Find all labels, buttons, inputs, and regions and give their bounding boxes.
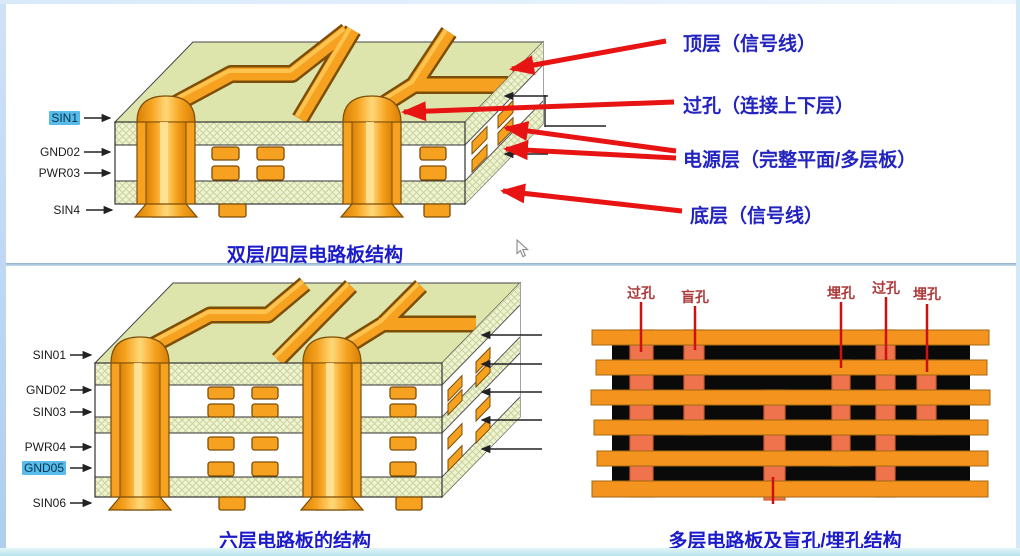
section-divider	[0, 263, 1020, 266]
via-label-buried-2: 埋孔	[913, 286, 941, 302]
annotation-bottom-layer: 底层（信号线）	[690, 206, 824, 227]
layer-label-pwr04: PWR04	[24, 440, 66, 454]
caption-multilayer: 多层电路板及盲孔/埋孔结构	[668, 531, 902, 552]
layer-label-pwr03: PWR03	[38, 166, 80, 180]
annotation-power-layer: 电源层（完整平面/多层板）	[683, 150, 917, 171]
top-copper-traces	[163, 23, 508, 124]
layer-label-sin01: SIN01	[32, 348, 66, 362]
via-type-labels: 过孔 盲孔 埋孔 过孔 埋孔	[627, 280, 941, 305]
frame-border-right	[1016, 0, 1020, 556]
annotation-via: 过孔（连接上下层）	[683, 96, 855, 117]
annotation-top-layer: 顶层（信号线）	[683, 34, 817, 55]
multilayer-cross-section-diagram: 过孔 盲孔 埋孔 过孔 埋孔	[590, 280, 991, 504]
layer-label-sin06: SIN06	[32, 496, 66, 510]
mouse-cursor	[516, 239, 529, 258]
via-barrels	[133, 95, 405, 218]
via-pointer-lines	[639, 297, 929, 504]
layer-label-gnd02: GND02	[25, 383, 66, 397]
via-label-through-1: 过孔	[627, 285, 655, 301]
layer-label-sin03: SIN03	[32, 405, 66, 419]
via-barrels	[107, 336, 365, 511]
red-annotation-arrows	[401, 38, 683, 214]
layer-label-sin1: SIN1	[49, 111, 80, 125]
via-label-through-2: 过孔	[872, 280, 900, 296]
frame-border-bottom	[0, 548, 1020, 556]
caption-six-layer: 六层电路板的结构	[218, 531, 371, 552]
layer-label-sin4: SIN4	[53, 203, 80, 217]
top-copper-traces	[144, 277, 476, 366]
via-label-blind: 盲孔	[681, 289, 709, 305]
layer-label-gnd02: GND02	[39, 145, 80, 159]
six-layer-board-diagram	[70, 277, 542, 511]
copper-layers	[590, 329, 991, 498]
caption-four-layer: 双层/四层电路板结构	[226, 245, 404, 266]
layer-pointer-arrows	[70, 330, 542, 508]
layer-label-gnd05: GND05	[21, 461, 66, 475]
frame-border-top	[0, 0, 1020, 4]
frame-border-left	[0, 0, 6, 556]
via-label-buried-1: 埋孔	[827, 285, 855, 301]
